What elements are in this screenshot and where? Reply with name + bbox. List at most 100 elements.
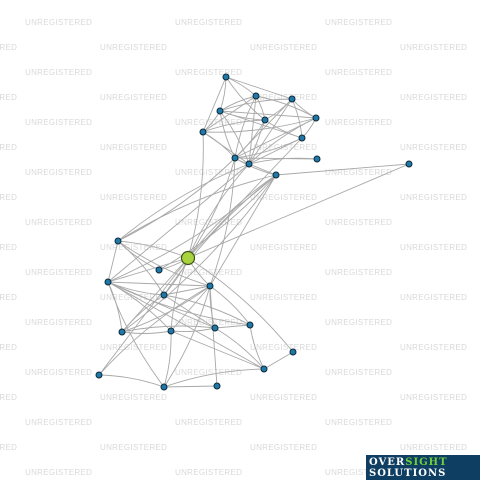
graph-edge bbox=[209, 285, 218, 387]
watermark-text: UNREGISTERED bbox=[0, 243, 17, 252]
graph-edge bbox=[209, 157, 236, 287]
graph-node[interactable] bbox=[95, 371, 103, 379]
watermark-text: UNREGISTERED bbox=[400, 143, 467, 152]
watermark-text: UNREGISTERED bbox=[325, 368, 392, 377]
graph-edge bbox=[163, 174, 277, 296]
graph-node[interactable] bbox=[206, 282, 214, 290]
graph-node[interactable] bbox=[405, 160, 413, 168]
graph-edge bbox=[121, 330, 172, 334]
watermark-text: UNREGISTERED bbox=[250, 193, 317, 202]
watermark-text: UNREGISTERED bbox=[0, 93, 17, 102]
graph-edge bbox=[117, 163, 250, 242]
graph-node[interactable] bbox=[261, 116, 269, 124]
graph-node[interactable] bbox=[167, 327, 175, 335]
graph-edge bbox=[117, 240, 211, 287]
edge-layer bbox=[98, 76, 410, 388]
graph-edge bbox=[202, 76, 227, 133]
watermark-text: UNREGISTERED bbox=[325, 168, 392, 177]
graph-node[interactable] bbox=[245, 160, 253, 168]
watermark-text: UNREGISTERED bbox=[400, 43, 467, 52]
graph-edge bbox=[263, 351, 294, 370]
focus-node[interactable] bbox=[180, 250, 196, 266]
watermark-text: UNREGISTERED bbox=[325, 18, 392, 27]
watermark-text: UNREGISTERED bbox=[325, 418, 392, 427]
graph-node[interactable] bbox=[246, 321, 254, 329]
graph-edge bbox=[234, 157, 318, 160]
graph-edge bbox=[107, 257, 189, 283]
graph-node[interactable] bbox=[272, 171, 280, 179]
graph-node[interactable] bbox=[104, 278, 112, 286]
graph-edge bbox=[163, 294, 251, 326]
graph-edge bbox=[117, 157, 236, 242]
graph-node[interactable] bbox=[288, 95, 296, 103]
watermark-text: UNREGISTERED bbox=[100, 43, 167, 52]
graph-edge bbox=[121, 174, 277, 333]
watermark-text: UNREGISTERED bbox=[400, 343, 467, 352]
graph-node[interactable] bbox=[231, 154, 239, 162]
graph-edge bbox=[249, 324, 265, 370]
graph-edge bbox=[158, 174, 277, 271]
watermark-text: UNREGISTERED bbox=[175, 368, 242, 377]
watermark-text: UNREGISTERED bbox=[175, 218, 242, 227]
graph-edge bbox=[163, 285, 211, 296]
graph-edge bbox=[275, 163, 410, 176]
watermark-text: UNREGISTERED bbox=[25, 268, 92, 277]
logo-text-over: OVER bbox=[369, 457, 406, 468]
watermark-text: UNREGISTERED bbox=[25, 118, 92, 127]
graph-edge bbox=[107, 281, 211, 287]
graph-edge bbox=[117, 174, 277, 242]
graph-node[interactable] bbox=[313, 155, 321, 163]
watermark-text: UNREGISTERED bbox=[25, 318, 92, 327]
graph-edge bbox=[170, 330, 265, 370]
graph-edge bbox=[121, 294, 165, 333]
watermark-text: UNREGISTERED bbox=[0, 293, 17, 302]
graph-edge bbox=[214, 327, 265, 370]
watermark-text: UNREGISTERED bbox=[0, 443, 17, 452]
logo-text-solutions: SOLUTIONS bbox=[369, 468, 447, 479]
graph-node[interactable] bbox=[260, 365, 268, 373]
graph-edge bbox=[187, 163, 250, 259]
graph-node[interactable] bbox=[216, 107, 224, 115]
graph-node[interactable] bbox=[118, 328, 126, 336]
graph-edge bbox=[248, 119, 266, 165]
logo-text-sight: SIGHT bbox=[405, 457, 448, 468]
graph-node[interactable] bbox=[211, 324, 219, 332]
graph-node[interactable] bbox=[289, 348, 297, 356]
watermark-text: UNREGISTERED bbox=[175, 18, 242, 27]
graph-node[interactable] bbox=[114, 237, 122, 245]
watermark-text: UNREGISTERED bbox=[0, 193, 17, 202]
watermark-text: UNREGISTERED bbox=[25, 18, 92, 27]
graph-edge bbox=[107, 281, 251, 326]
watermark-text: UNREGISTERED bbox=[325, 68, 392, 77]
watermark-text: UNREGISTERED bbox=[250, 93, 317, 102]
graph-node[interactable] bbox=[199, 128, 207, 136]
graph-edge bbox=[248, 137, 303, 165]
watermark-text: UNREGISTERED bbox=[100, 93, 167, 102]
graph-node[interactable] bbox=[160, 291, 168, 299]
graph-edge bbox=[170, 285, 211, 332]
graph-edge bbox=[248, 117, 317, 165]
graph-edge bbox=[187, 257, 294, 353]
graph-edge bbox=[202, 117, 317, 133]
graph-edge bbox=[234, 119, 266, 159]
watermark-text: UNREGISTERED bbox=[175, 118, 242, 127]
graph-node[interactable] bbox=[155, 266, 163, 274]
graph-edge bbox=[219, 110, 250, 165]
graph-node[interactable] bbox=[298, 134, 306, 142]
graph-node[interactable] bbox=[160, 383, 168, 391]
graph-node[interactable] bbox=[213, 382, 221, 390]
graph-edge bbox=[107, 281, 265, 370]
watermark-text: UNREGISTERED bbox=[250, 43, 317, 52]
graph-node[interactable] bbox=[312, 114, 320, 122]
watermark-text: UNREGISTERED bbox=[25, 368, 92, 377]
graph-edge bbox=[163, 368, 265, 388]
graph-node[interactable] bbox=[222, 73, 230, 81]
watermark-text: UNREGISTERED bbox=[250, 343, 317, 352]
watermark-text: UNREGISTERED bbox=[100, 443, 167, 452]
watermark-text: UNREGISTERED bbox=[400, 293, 467, 302]
watermark-text: UNREGISTERED bbox=[325, 118, 392, 127]
graph-node[interactable] bbox=[252, 92, 260, 100]
watermark-text: UNREGISTERED bbox=[250, 293, 317, 302]
watermark-text: UNREGISTERED bbox=[175, 418, 242, 427]
graph-edge bbox=[107, 281, 165, 388]
